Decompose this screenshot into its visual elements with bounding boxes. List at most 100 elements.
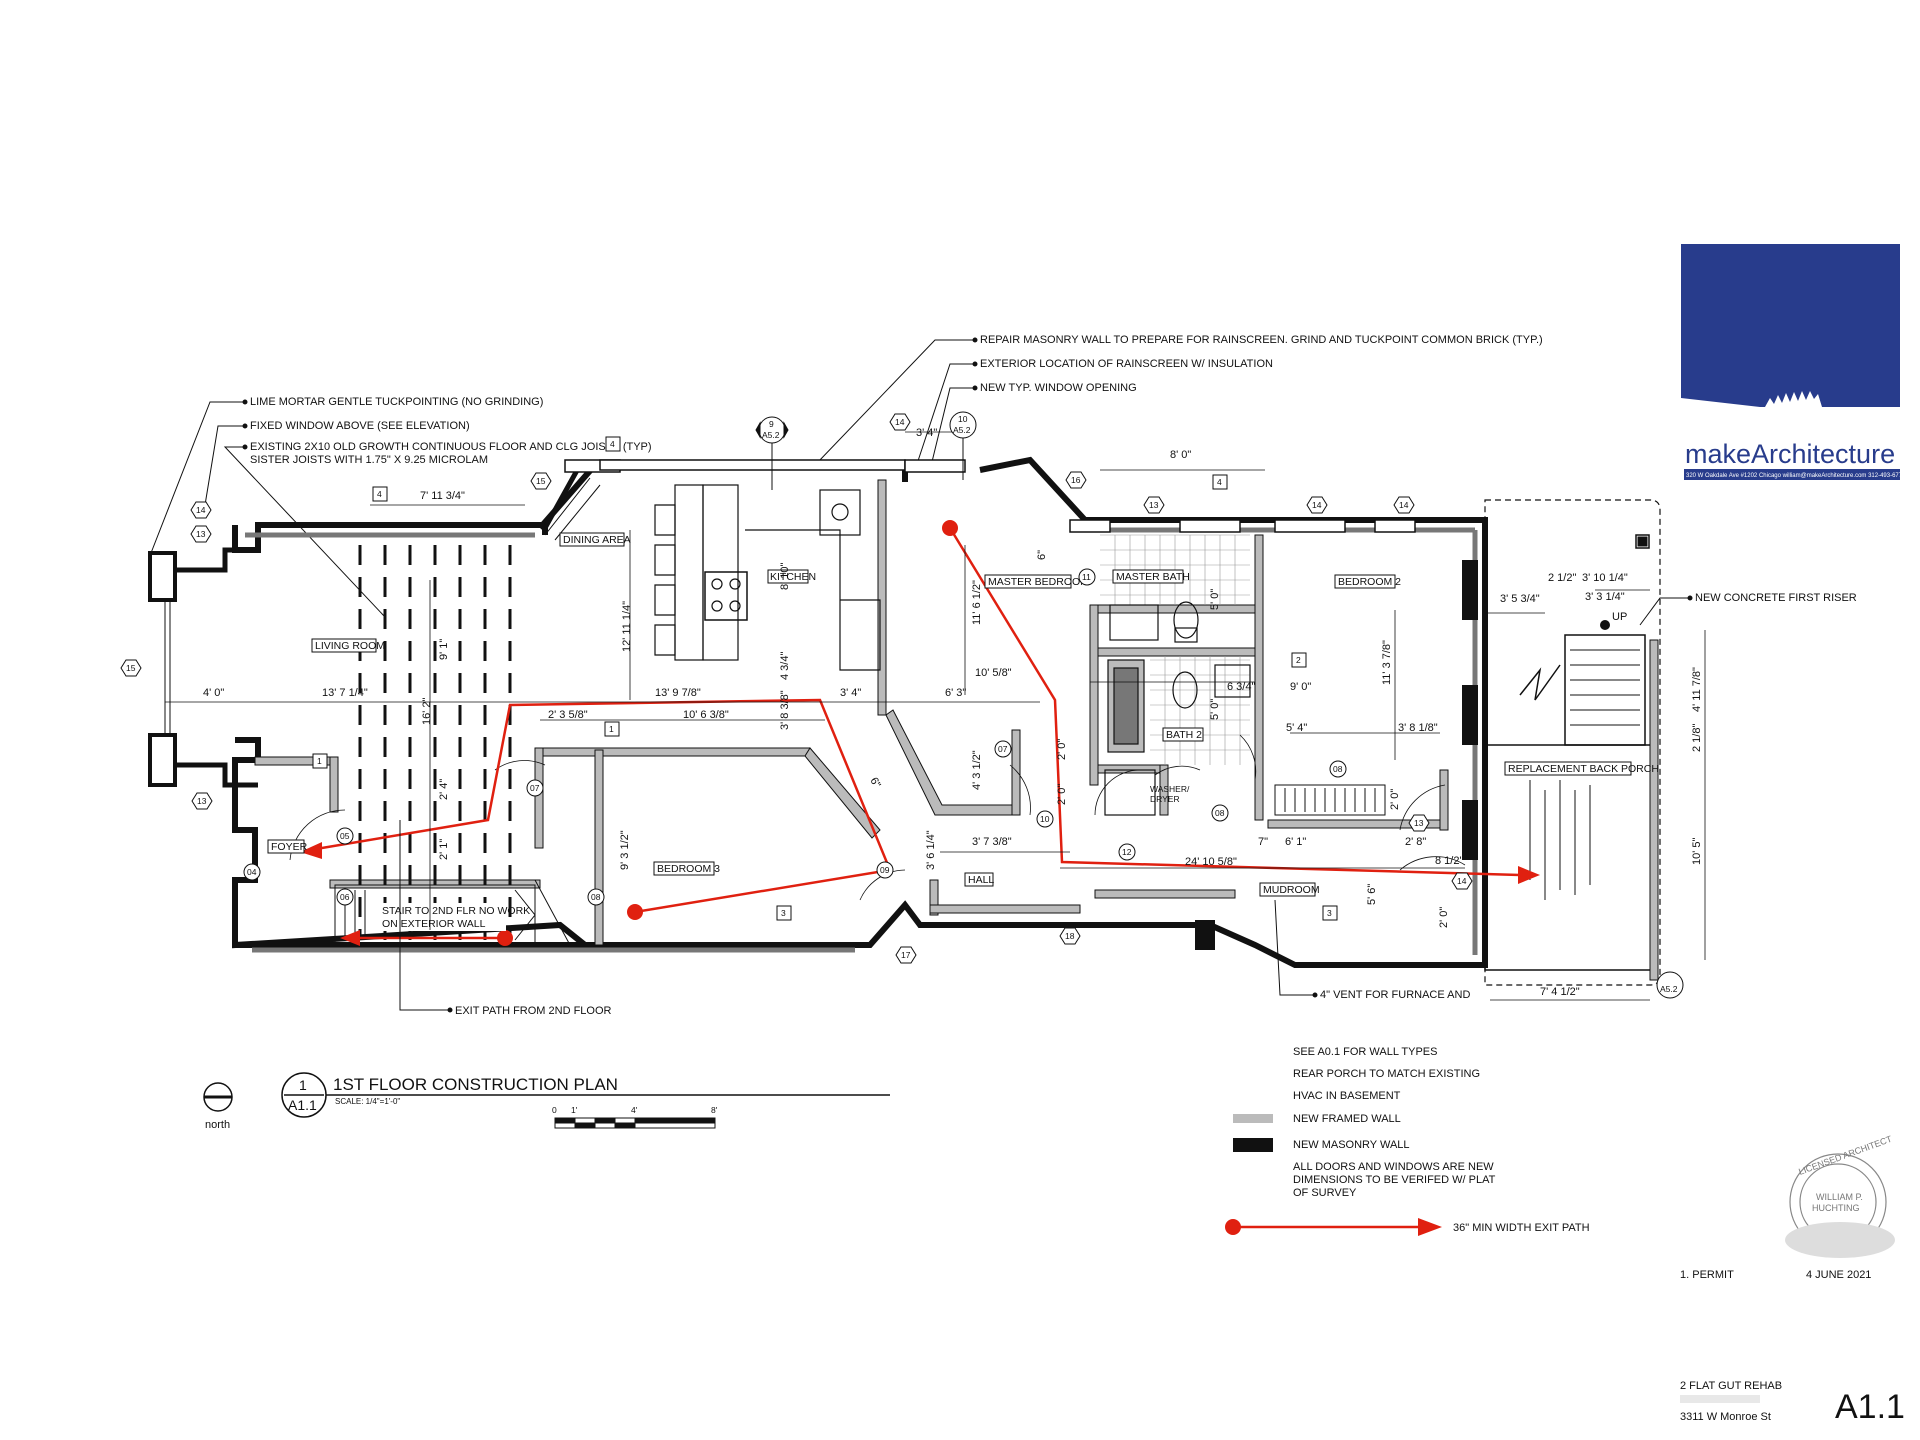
room-master-bedroom: MASTER BEDROOM [988, 576, 1089, 588]
room-labels [267, 532, 1632, 897]
svg-text:5' 4": 5' 4" [1286, 722, 1307, 734]
scale-0: 0 [552, 1105, 557, 1115]
svg-text:8 1/2": 8 1/2" [1435, 855, 1463, 867]
notes-right [399, 595, 1693, 1013]
note-fixed-window: FIXED WINDOW ABOVE (SEE ELEVATION) [250, 420, 470, 432]
tag-text: 14 13 15 13 15 4 4 14 16 13 4 14 14 11 1… [126, 417, 1467, 960]
svg-text:07: 07 [530, 783, 540, 793]
svg-text:04: 04 [247, 867, 257, 877]
svg-text:10' 5": 10' 5" [1691, 837, 1703, 865]
foyer-stair [334, 879, 571, 946]
logo: makeArchitecture 320 W Oakdale Ave #1202… [1681, 244, 1906, 480]
svg-text:10' 5/8": 10' 5/8" [975, 667, 1012, 679]
svg-text:15: 15 [126, 663, 136, 673]
svg-text:2' 8": 2' 8" [1405, 836, 1426, 848]
legend-framed: NEW FRAMED WALL [1293, 1113, 1401, 1125]
section-10-sheet: A5.2 [953, 425, 971, 435]
legend-survey: OF SURVEY [1293, 1187, 1357, 1199]
north-arrow [203, 1082, 233, 1112]
svg-text:3: 3 [781, 908, 786, 918]
room-living: LIVING ROOM [315, 640, 385, 652]
svg-text:3' 4": 3' 4" [840, 687, 861, 699]
svg-text:4 3/4": 4 3/4" [779, 652, 791, 680]
svg-text:13' 7 1/4": 13' 7 1/4" [322, 687, 368, 699]
svg-text:7' 4 1/2": 7' 4 1/2" [1540, 986, 1580, 998]
room-bedroom3: BEDROOM 3 [657, 863, 720, 875]
stair-note-bg [378, 903, 506, 931]
svg-text:8' 10": 8' 10" [779, 562, 791, 590]
svg-text:6": 6" [867, 776, 882, 791]
svg-text:13: 13 [196, 529, 206, 539]
note-stair-1: STAIR TO 2ND FLR NO WORK [382, 905, 530, 917]
scale-1: 1' [571, 1105, 578, 1115]
svg-text:6 3/4": 6 3/4" [1227, 681, 1255, 693]
exit-path [309, 527, 1521, 940]
windows [564, 459, 1416, 533]
scale-4: 4' [631, 1105, 638, 1115]
svg-text:4' 3 1/2": 4' 3 1/2" [971, 750, 983, 790]
note-first-riser: NEW CONCRETE FIRST RISER [1695, 592, 1857, 604]
legend-wall-types: SEE A0.1 FOR WALL TYPES [1293, 1046, 1437, 1058]
svg-text:3' 8 1/8": 3' 8 1/8" [1398, 722, 1438, 734]
detail-bubble [281, 1072, 890, 1118]
svg-text:2 1/2": 2 1/2" [1548, 572, 1576, 584]
section-9-num: 9 [769, 419, 774, 429]
svg-text:13' 9 7/8": 13' 9 7/8" [655, 687, 701, 699]
stamp-line3: HUCHTING [1812, 1203, 1860, 1213]
svg-text:10' 6 3/8": 10' 6 3/8" [683, 709, 729, 721]
svg-text:09: 09 [880, 865, 890, 875]
svg-text:16' 2": 16' 2" [421, 697, 433, 725]
svg-text:4: 4 [610, 439, 615, 449]
masonry-walls [1195, 560, 1478, 950]
svg-text:3' 10 1/4": 3' 10 1/4" [1582, 572, 1628, 584]
legend-masonry: NEW MASONRY WALL [1293, 1139, 1410, 1151]
room-washer: WASHER/ [1150, 784, 1190, 794]
up-arrow-dot [1600, 620, 1610, 630]
section-10-num: 10 [958, 414, 968, 424]
svg-text:5' 0": 5' 0" [1209, 699, 1221, 720]
svg-text:2' 0": 2' 0" [1056, 739, 1068, 760]
legend-masonry-swatch [1233, 1138, 1273, 1152]
project-name: 2 FLAT GUT REHAB [1680, 1380, 1782, 1392]
svg-text:5' 0": 5' 0" [1209, 589, 1221, 610]
tag-shapes [120, 413, 1473, 964]
svg-text:3' 3 1/4": 3' 3 1/4" [1585, 591, 1625, 603]
plan-scale: SCALE: 1/4"=1'-0" [335, 1097, 400, 1106]
note-repair-masonry: REPAIR MASONRY WALL TO PREPARE FOR RAINS… [980, 334, 1543, 346]
legend-exit-swatch [1225, 1218, 1442, 1236]
closet [1274, 784, 1386, 816]
notes-top [817, 337, 978, 471]
note-stair-2: ON EXTERIOR WALL [382, 918, 486, 930]
brand-name: makeArchitecture [1685, 439, 1895, 469]
svg-text:6": 6" [1036, 550, 1048, 560]
plumbing-fixtures [1104, 601, 1251, 816]
project-address: 3311 W Monroe St [1680, 1411, 1771, 1423]
svg-text:3' 6 1/4": 3' 6 1/4" [925, 830, 937, 870]
svg-text:10: 10 [1040, 814, 1050, 824]
dimension-lines [165, 431, 1706, 1001]
svg-text:14: 14 [196, 505, 206, 515]
svg-text:13: 13 [1414, 818, 1424, 828]
note-vent: 4" VENT FOR FURNACE AND [1320, 989, 1470, 1001]
svg-text:3: 3 [1327, 908, 1332, 918]
svg-text:9' 1": 9' 1" [438, 639, 450, 660]
legend-exit: 36" MIN WIDTH EXIT PATH [1453, 1222, 1590, 1234]
plan-title: 1ST FLOOR CONSTRUCTION PLAN [333, 1075, 618, 1094]
svg-text:08: 08 [1215, 808, 1225, 818]
stamp-line2: WILLIAM P. [1816, 1192, 1863, 1202]
sheet-number: A1.1 [1835, 1388, 1905, 1426]
svg-text:2' 3 5/8": 2' 3 5/8" [548, 709, 588, 721]
up-label: UP [1612, 611, 1627, 623]
svg-text:18: 18 [1065, 931, 1075, 941]
legend-hvac: HVAC IN BASEMENT [1293, 1090, 1401, 1102]
svg-text:8' 0": 8' 0" [1170, 449, 1191, 461]
section-markers [755, 411, 1684, 999]
svg-text:05: 05 [340, 831, 350, 841]
svg-text:9' 3 1/2": 9' 3 1/2" [619, 830, 631, 870]
svg-text:2' 4": 2' 4" [438, 779, 450, 800]
svg-text:7": 7" [1258, 836, 1268, 848]
framed-walls [254, 479, 1449, 946]
room-porch: REPLACEMENT BACK PORCH [1508, 763, 1659, 775]
svg-text:3' 4": 3' 4" [916, 427, 937, 439]
exit-path-markers [300, 520, 1540, 946]
